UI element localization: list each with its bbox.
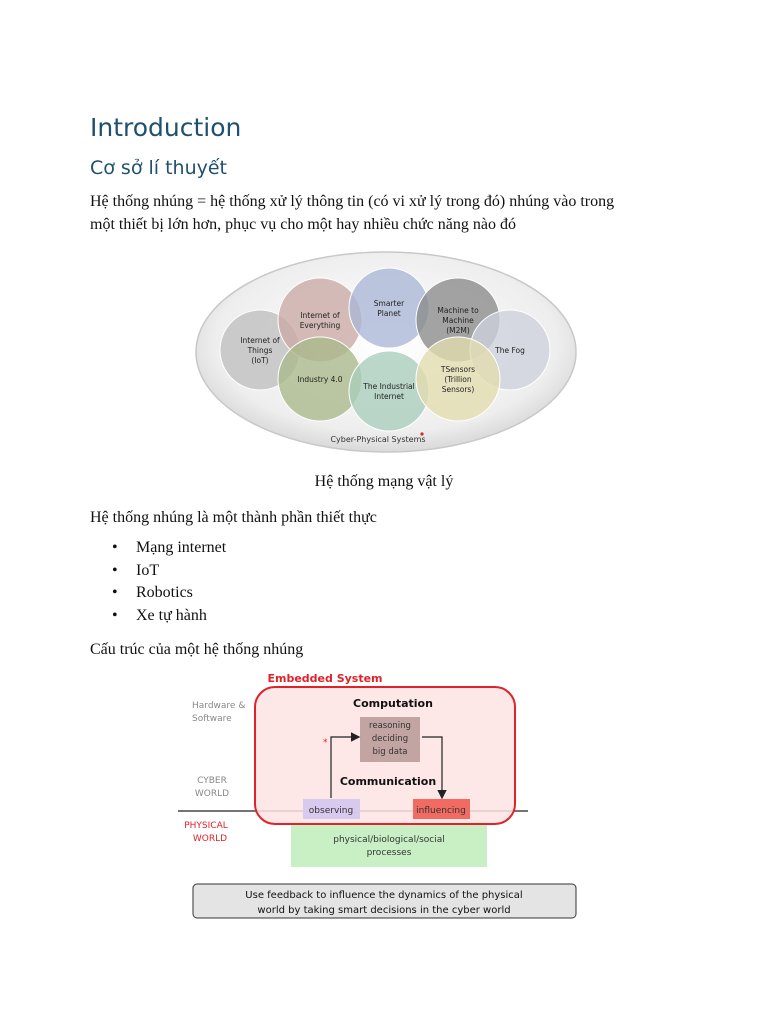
- observing-box: [303, 799, 360, 819]
- cps-circle-label: Planet: [377, 309, 401, 318]
- cps-circle-label: Smarter: [374, 299, 405, 308]
- cps-circle-label: Machine to: [437, 306, 479, 315]
- cps-circle-label: The Industrial: [362, 382, 415, 391]
- cps-circle-label: Internet: [374, 392, 404, 401]
- arrow-observing-to-reasoning: [330, 732, 361, 798]
- red-marker: [420, 432, 424, 436]
- feedback-line-1: Use feedback to influence the dynamics o…: [245, 890, 522, 901]
- cps-circle-label: Internet of: [300, 311, 340, 320]
- cps-circle-label: (M2M): [446, 326, 470, 335]
- physical-line-1: PHYSICAL: [184, 821, 228, 831]
- cps-circle-label: (IoT): [251, 356, 268, 365]
- hardware-software-label: Hardware & Software: [192, 701, 245, 724]
- observing-label: observing: [309, 806, 353, 816]
- reasoning-line-1: reasoning: [369, 721, 411, 731]
- reasoning-box: [360, 717, 420, 762]
- cps-circle-label: Sensors): [442, 385, 475, 394]
- cps-circle-label: Internet of: [240, 336, 280, 345]
- paragraph-2: Hệ thống nhúng là một thành phần thiết t…: [90, 509, 377, 526]
- influencing-box: [413, 799, 470, 819]
- reasoning-line-2: deciding: [372, 734, 408, 744]
- cps-outer-label: Cyber-Physical Systems: [330, 435, 425, 444]
- intro-line-2: một thiết bị lớn hơn, phục vụ cho một ha…: [90, 216, 516, 233]
- cps-circle-label: Things: [247, 346, 273, 355]
- list-item: Xe tự hành: [112, 605, 226, 628]
- hw-sw-line-2: Software: [192, 714, 232, 724]
- arrow-reasoning-to-influencing: [422, 736, 447, 800]
- physical-world-label: PHYSICAL WORLD: [184, 821, 228, 844]
- processes-box: [291, 825, 487, 867]
- cps-circle-label: Machine: [442, 316, 474, 325]
- figure1-caption: Hệ thống mạng vật lý: [314, 473, 454, 490]
- feedback-box: [192, 883, 577, 919]
- cps-circle-label: (Trillion: [444, 375, 471, 384]
- cps-circle-shape: [348, 267, 430, 349]
- processes-line-1: physical/biological/social: [333, 835, 445, 845]
- embedded-system-title: Embedded System: [267, 672, 382, 685]
- list-item: Robotics: [112, 582, 226, 605]
- intro-paragraph: Hệ thống nhúng = hệ thống xử lý thông ti…: [90, 190, 690, 236]
- processes-line-2: processes: [367, 848, 412, 858]
- cyber-line-2: WORLD: [195, 789, 229, 799]
- cyber-world-label: CYBER WORLD: [195, 776, 229, 799]
- cps-circle: Industry 4.0: [277, 336, 363, 422]
- embedded-system-diagram: Embedded System Hardware & Software CYBE…: [178, 672, 577, 919]
- reasoning-line-3: big data: [372, 747, 407, 757]
- cps-circle-label: TSensors: [440, 365, 475, 374]
- processes-text: physical/biological/social processes: [333, 835, 445, 858]
- cps-circle-label: Industry 4.0: [297, 375, 342, 384]
- influencing-label: influencing: [416, 806, 466, 816]
- cps-circle-label: Everything: [300, 321, 341, 330]
- cyber-line-1: CYBER: [197, 776, 227, 786]
- bullet-list: Mạng internet IoT Robotics Xe tự hành: [112, 537, 226, 628]
- feedback-text: Use feedback to influence the dynamics o…: [245, 890, 522, 916]
- section-heading: Cơ sở lí thuyết: [90, 157, 228, 179]
- computation-label: Computation: [353, 697, 433, 710]
- reasoning-text: reasoning deciding big data: [369, 721, 411, 757]
- list-item: IoT: [112, 560, 226, 583]
- communication-label: Communication: [340, 775, 436, 788]
- physical-line-2: WORLD: [193, 834, 227, 844]
- cps-circle-label: The Fog: [494, 346, 525, 355]
- intro-line-1: Hệ thống nhúng = hệ thống xử lý thông ti…: [90, 193, 615, 210]
- list-item: Mạng internet: [112, 537, 226, 560]
- cps-circle-shape: [415, 336, 501, 422]
- red-asterisk: *: [323, 738, 328, 748]
- paragraph-3: Cấu trúc của một hệ thống nhúng: [90, 641, 304, 658]
- cps-circle-shape: [348, 350, 430, 432]
- hw-sw-line-1: Hardware &: [192, 701, 245, 711]
- page-title: Introduction: [90, 113, 242, 142]
- feedback-line-2: world by taking smart decisions in the c…: [257, 905, 510, 916]
